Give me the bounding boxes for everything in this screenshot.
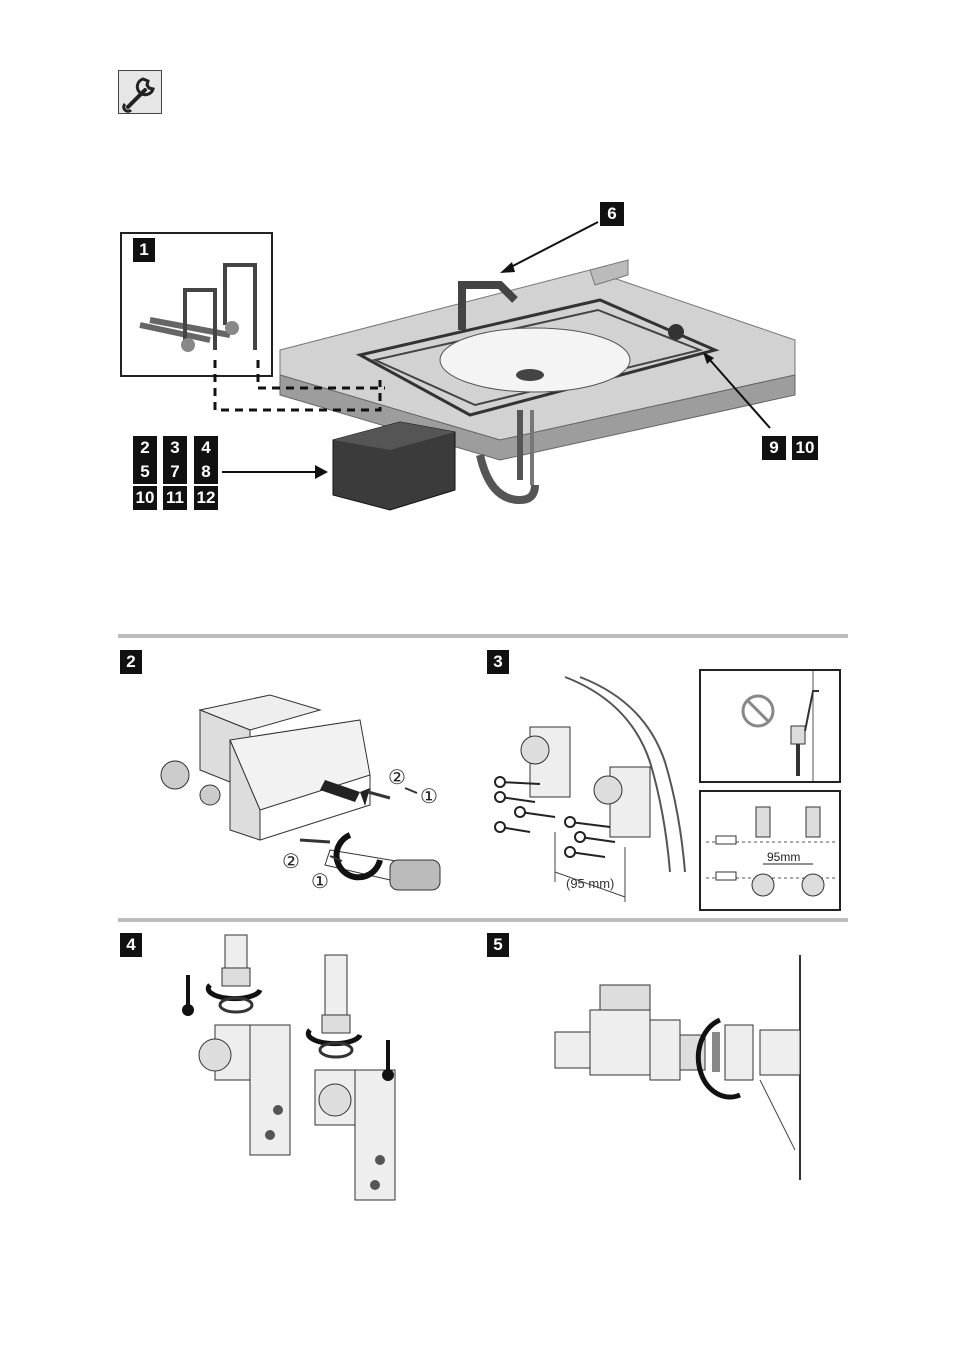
no-entry-icon	[701, 671, 839, 781]
badge-step-5: 5	[133, 460, 157, 484]
wrench-icon	[118, 70, 162, 114]
step4-illustration	[170, 930, 410, 1210]
badge-step-3: 3	[163, 436, 187, 460]
step3-dimension-detail: 95mm	[767, 850, 800, 864]
step2-marker-2-lower: ②	[282, 849, 300, 874]
step2-marker-1-upper: ①	[420, 784, 438, 809]
badge-step-10: 10	[133, 486, 157, 510]
divider-top	[118, 634, 848, 638]
step3-inset-spacing: 95mm	[699, 790, 841, 911]
badge-step-12: 12	[194, 486, 218, 510]
badge-step-2: 2	[133, 436, 157, 460]
badge-step-9: 9	[762, 436, 786, 460]
badge-step-11: 11	[163, 486, 187, 510]
divider-middle	[118, 918, 848, 922]
step5-illustration	[550, 950, 820, 1180]
step5-badge: 5	[487, 933, 509, 957]
badge-inset: 1	[133, 238, 155, 262]
step3-inset-forbidden	[699, 669, 841, 783]
badge-step-4: 4	[194, 436, 218, 460]
step2-badge: 2	[120, 650, 142, 674]
step4-badge: 4	[120, 933, 142, 957]
step2-marker-2-upper: ②	[388, 765, 406, 790]
badge-step-7: 7	[163, 460, 187, 484]
badge-step-10-right: 10	[792, 436, 818, 460]
badge-step-6: 6	[600, 202, 624, 226]
step3-dimension-main: (95 mm)	[566, 876, 614, 891]
badge-step-8: 8	[194, 460, 218, 484]
step2-marker-1-lower: ①	[311, 869, 329, 894]
step3-badge: 3	[487, 650, 509, 674]
